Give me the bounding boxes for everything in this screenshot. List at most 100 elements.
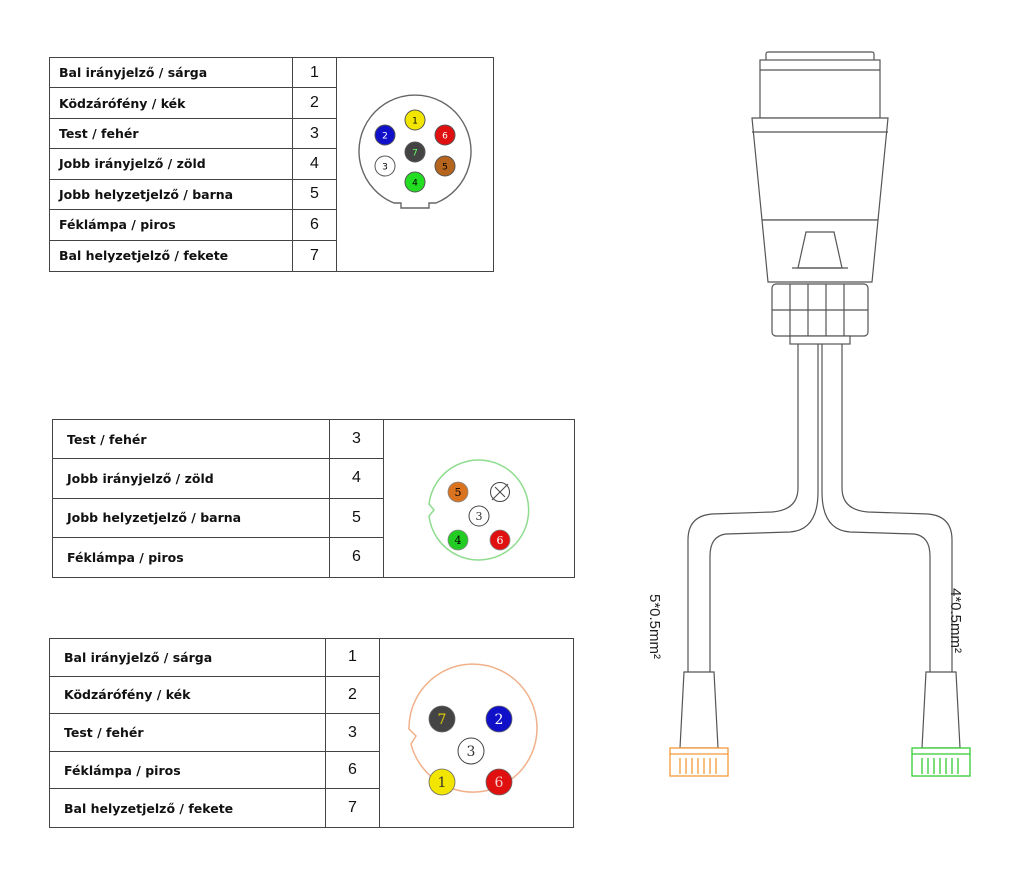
pin-number: 3	[293, 118, 337, 149]
pin-number: 1	[293, 58, 337, 88]
pin-number: 3	[326, 714, 380, 751]
socket-green-diagram: 5 3 4 6	[428, 459, 530, 561]
pin-number: 3	[330, 420, 384, 459]
svg-text:2: 2	[495, 712, 504, 728]
pin-function: Bal helyzetjelző / fekete	[50, 789, 326, 828]
pin-number: 5	[330, 498, 384, 537]
svg-text:3: 3	[476, 510, 483, 523]
socket-green-figure: 5 3 4 6	[384, 420, 574, 577]
pin-7: 7	[428, 705, 456, 733]
pin-number: 7	[326, 789, 380, 828]
right-connector-plug	[911, 747, 971, 777]
pin-number: 6	[326, 751, 380, 789]
socket-orange-diagram: 7 2 3 1 6	[408, 663, 538, 796]
splitter-cable-drawing	[669, 51, 971, 777]
socket-7pin-figure: 1 2 6 7 3 5 4	[337, 58, 493, 271]
pin-6: 6	[485, 768, 513, 796]
pin-2: 2	[485, 705, 513, 733]
right-wire	[841, 344, 953, 680]
plug-head	[759, 59, 881, 119]
svg-text:1: 1	[412, 117, 418, 127]
plug-latch	[797, 231, 843, 269]
pin-number: 2	[326, 676, 380, 714]
left-connector-plug	[669, 747, 729, 777]
svg-text:5: 5	[442, 163, 448, 173]
pin-function: Ködzárófény / kék	[50, 88, 293, 118]
svg-text:1: 1	[438, 775, 447, 791]
left-wire-gauge-label: 5*0.5mm²	[646, 593, 664, 660]
pin-function: Jobb helyzetjelző / barna	[50, 179, 293, 210]
svg-text:6: 6	[442, 132, 448, 142]
svg-text:3: 3	[382, 163, 388, 173]
pin-function: Féklámpa / piros	[50, 751, 326, 789]
unused-pin-icon	[490, 482, 510, 502]
pin-function: Bal irányjelző / sárga	[50, 58, 293, 88]
pin-6: 6	[434, 124, 456, 146]
pin-3: 3	[374, 155, 396, 177]
pin-function: Bal helyzetjelző / fekete	[50, 240, 293, 271]
pin-number: 4	[330, 459, 384, 498]
pin-number: 5	[293, 179, 337, 210]
svg-text:2: 2	[382, 132, 388, 142]
pin-2: 2	[374, 124, 396, 146]
svg-text:3: 3	[467, 744, 476, 760]
pin-function: Féklámpa / piros	[50, 210, 293, 240]
svg-text:7: 7	[438, 712, 447, 728]
pin-4: 4	[447, 529, 469, 551]
svg-text:4: 4	[412, 179, 418, 189]
pin-function: Jobb irányjelző / zöld	[53, 459, 330, 498]
svg-text:5: 5	[455, 486, 462, 499]
pin-4: 4	[404, 171, 426, 193]
pin-number: 4	[293, 149, 337, 179]
pin-5: 5	[434, 155, 456, 177]
socket-7pin-diagram: 1 2 6 7 3 5 4	[358, 94, 472, 209]
pin-number: 7	[293, 240, 337, 271]
svg-text:7: 7	[412, 149, 418, 159]
pin-number: 6	[330, 537, 384, 577]
svg-text:6: 6	[495, 775, 504, 791]
pin-6: 6	[489, 529, 511, 551]
pin-5: 5	[447, 481, 469, 503]
pin-function: Ködzárófény / kék	[50, 676, 326, 714]
pin-function: Jobb helyzetjelző / barna	[53, 498, 330, 537]
pin-function: Test / fehér	[53, 420, 330, 459]
pin-function: Test / fehér	[50, 118, 293, 149]
svg-text:4: 4	[455, 534, 462, 547]
pin-3: 3	[457, 737, 485, 765]
left-wire	[687, 344, 799, 680]
left-connector-boot	[679, 671, 719, 749]
pin-function: Test / fehér	[50, 714, 326, 751]
pin-function: Jobb irányjelző / zöld	[50, 149, 293, 179]
pin-function: Féklámpa / piros	[53, 537, 330, 577]
pin-3: 3	[468, 505, 490, 527]
pin-number: 1	[326, 639, 380, 676]
pin-1: 1	[428, 768, 456, 796]
pin-7: 7	[404, 141, 426, 163]
socket-orange-figure: 7 2 3 1 6	[380, 639, 573, 827]
pin-number: 2	[293, 88, 337, 118]
pin-1: 1	[404, 109, 426, 131]
pin-number: 6	[293, 210, 337, 240]
pin-function: Bal irányjelző / sárga	[50, 639, 326, 676]
right-connector-boot	[921, 671, 961, 749]
